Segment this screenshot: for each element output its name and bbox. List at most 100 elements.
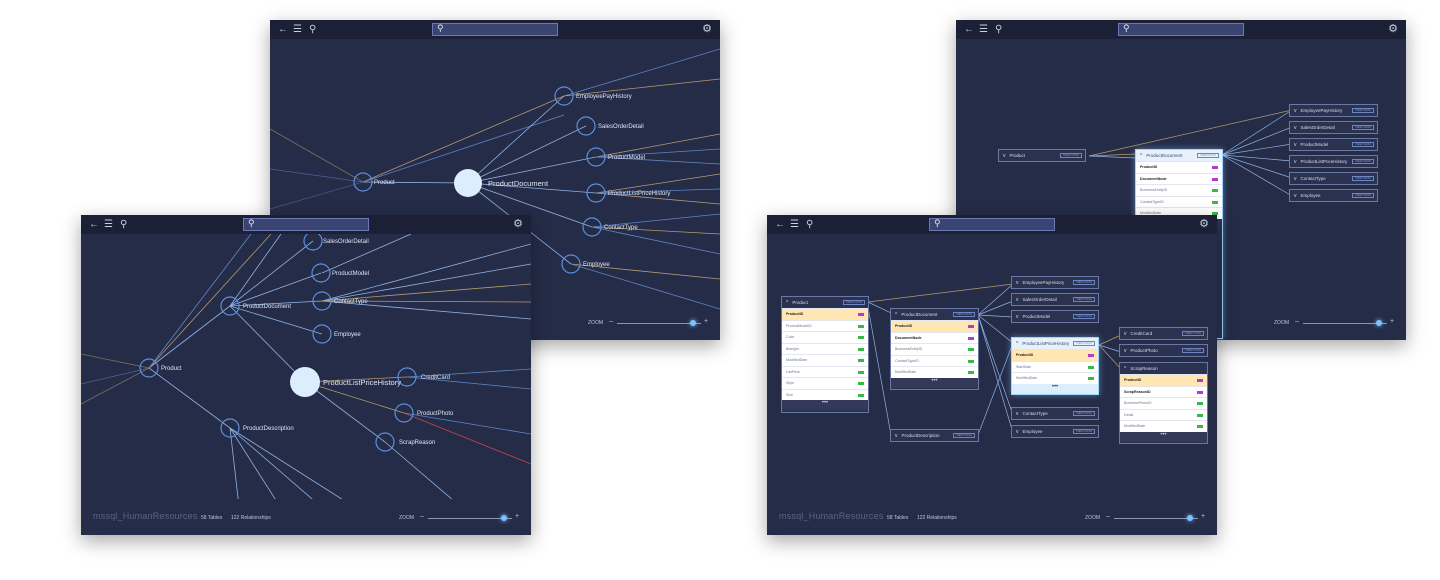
zoom-slider[interactable] [1303, 323, 1387, 324]
chevron-down-icon[interactable]: v [1294, 141, 1297, 148]
view-data-button[interactable]: VIEW DATA [1072, 411, 1095, 416]
zoom-slider-knob[interactable] [689, 320, 696, 326]
chevron-down-icon[interactable]: v [1294, 124, 1297, 131]
zoom-slider[interactable] [617, 323, 701, 324]
node-label[interactable]: ContactType [334, 299, 368, 305]
view-data-button[interactable]: VIEW DATA [1059, 153, 1082, 158]
hamburger-menu-icon[interactable]: ☰ [790, 219, 799, 230]
chevron-up-icon[interactable]: ^ [1016, 340, 1019, 347]
zoom-in-button[interactable]: + [704, 318, 709, 325]
gear-icon[interactable]: ⚙ [513, 218, 523, 230]
search-icon[interactable]: ⚲ [995, 24, 1003, 35]
view-data-button[interactable]: VIEW DATA [1351, 142, 1374, 147]
table-card-scrapreason[interactable]: ^ScrapReason ProductID ScrapReasonID Bus… [1119, 362, 1208, 444]
view-data-button[interactable]: VIEW DATA [952, 312, 975, 317]
node-label[interactable]: ContactType [604, 225, 638, 231]
node-label[interactable]: SalesOrderDetail [598, 124, 644, 130]
show-more-button[interactable]: ••• [891, 377, 978, 388]
node-label[interactable]: Product [374, 180, 395, 186]
chevron-down-icon[interactable]: v [1124, 330, 1127, 337]
node-label[interactable]: Employee [583, 262, 610, 268]
gear-icon[interactable]: ⚙ [1199, 218, 1209, 230]
view-data-button[interactable]: VIEW DATA [1072, 314, 1095, 319]
chevron-up-icon[interactable]: ^ [786, 299, 789, 306]
chevron-down-icon[interactable]: v [1016, 428, 1019, 435]
zoom-in-button[interactable]: + [1201, 513, 1206, 520]
node-label[interactable]: Employee [334, 332, 361, 338]
chevron-up-icon[interactable]: ^ [1140, 152, 1143, 159]
show-more-button[interactable]: ••• [782, 400, 868, 410]
arrow-left-icon[interactable]: ← [964, 24, 974, 35]
center-node[interactable] [454, 169, 482, 197]
node-label[interactable]: ProductDescription [243, 426, 294, 432]
chevron-down-icon[interactable]: v [1003, 152, 1006, 159]
node-label[interactable]: ProductDocument [488, 179, 549, 188]
node-label[interactable]: ProductListPriceHistory [608, 191, 670, 197]
view-data-button[interactable]: VIEW DATA [842, 300, 865, 305]
chevron-down-icon[interactable]: v [1016, 296, 1019, 303]
view-data-button[interactable]: VIEW DATA [1351, 159, 1374, 164]
view-data-button[interactable]: VIEW DATA [1072, 341, 1095, 346]
node-label[interactable]: EmployeePayHistory [576, 94, 632, 100]
search-icon[interactable]: ⚲ [806, 219, 814, 230]
zoom-out-button[interactable]: – [1106, 513, 1110, 520]
search-input[interactable]: ⚲ [432, 23, 558, 36]
arrow-left-icon[interactable]: ← [775, 219, 785, 230]
node-label[interactable]: ProductPhoto [417, 411, 454, 417]
search-input[interactable]: ⚲ [929, 218, 1055, 231]
zoom-slider[interactable] [428, 518, 512, 519]
chevron-up-icon[interactable]: ^ [895, 311, 898, 318]
arrow-left-icon[interactable]: ← [89, 219, 99, 230]
zoom-slider-knob[interactable] [1375, 320, 1382, 326]
chevron-down-icon[interactable]: v [1016, 410, 1019, 417]
show-more-button[interactable]: ••• [1120, 431, 1207, 442]
zoom-out-button[interactable]: – [1295, 318, 1299, 325]
chevron-down-icon[interactable]: v [1294, 158, 1297, 165]
zoom-in-button[interactable]: + [1390, 318, 1395, 325]
view-data-button[interactable]: VIEW DATA [1181, 331, 1204, 336]
chevron-down-icon[interactable]: v [895, 432, 898, 439]
view-data-button[interactable]: VIEW DATA [1351, 176, 1374, 181]
search-input[interactable]: ⚲ [243, 218, 369, 231]
view-data-button[interactable]: VIEW DATA [1072, 280, 1095, 285]
zoom-slider[interactable] [1114, 518, 1198, 519]
hamburger-menu-icon[interactable]: ☰ [293, 24, 302, 35]
chevron-down-icon[interactable]: v [1016, 313, 1019, 320]
chevron-down-icon[interactable]: v [1016, 279, 1019, 286]
view-data-button[interactable]: VIEW DATA [1072, 429, 1095, 434]
zoom-out-button[interactable]: – [609, 318, 613, 325]
gear-icon[interactable]: ⚙ [702, 23, 712, 35]
chevron-up-icon[interactable]: ^ [1124, 365, 1127, 372]
view-data-button[interactable]: VIEW DATA [952, 433, 975, 438]
arrow-left-icon[interactable]: ← [278, 24, 288, 35]
zoom-slider-knob[interactable] [500, 515, 507, 521]
view-data-button[interactable]: VIEW DATA [1196, 153, 1219, 158]
view-data-button[interactable]: VIEW DATA [1351, 125, 1374, 130]
chevron-down-icon[interactable]: v [1124, 347, 1127, 354]
gear-icon[interactable]: ⚙ [1388, 23, 1398, 35]
chevron-down-icon[interactable]: v [1294, 107, 1297, 114]
chevron-down-icon[interactable]: v [1294, 175, 1297, 182]
node-label[interactable]: ProductModel [332, 271, 369, 277]
search-icon[interactable]: ⚲ [309, 24, 317, 35]
zoom-out-button[interactable]: – [420, 513, 424, 520]
zoom-in-button[interactable]: + [515, 513, 520, 520]
hamburger-menu-icon[interactable]: ☰ [979, 24, 988, 35]
node-label[interactable]: ProductListPriceHistory [323, 378, 401, 387]
center-node[interactable] [290, 367, 320, 397]
zoom-slider-knob[interactable] [1186, 515, 1193, 521]
